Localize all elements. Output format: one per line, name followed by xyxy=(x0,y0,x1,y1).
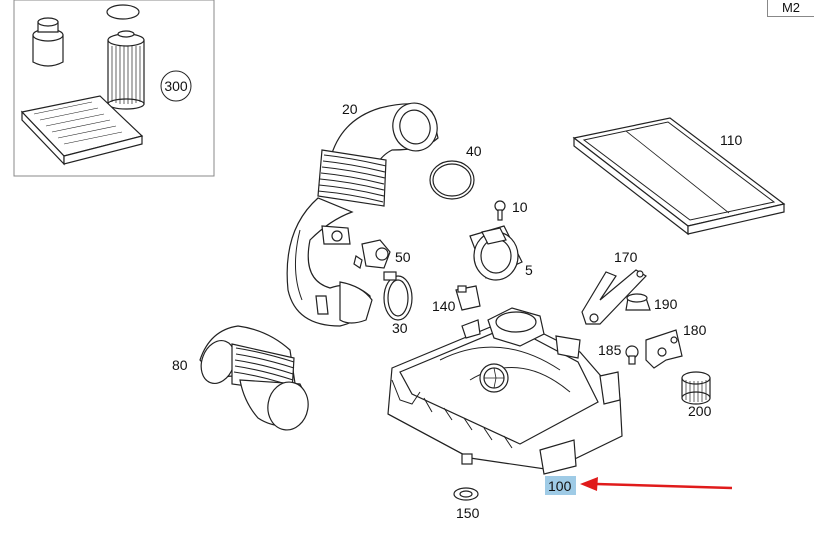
page-tag: M2 xyxy=(767,0,814,17)
callout-190[interactable]: 190 xyxy=(654,296,678,312)
intake-elbow-80 xyxy=(199,325,309,431)
callout-20[interactable]: 20 xyxy=(342,101,358,117)
callout-110[interactable]: 110 xyxy=(720,132,743,148)
callout-100[interactable]: 100 xyxy=(548,478,572,494)
resonator-duct xyxy=(286,197,373,327)
callout-180[interactable]: 180 xyxy=(683,322,707,338)
callout-40[interactable]: 40 xyxy=(466,143,482,159)
callout-5[interactable]: 5 xyxy=(525,262,533,278)
grommet-190 xyxy=(625,293,651,311)
air-filter-panel-drawing xyxy=(20,95,144,166)
bracket-180 xyxy=(645,329,683,369)
air-filter-housing-100 xyxy=(387,307,623,475)
callout-30[interactable]: 30 xyxy=(392,320,408,336)
oil-filter-element-drawing xyxy=(107,30,145,110)
o-ring-drawing xyxy=(106,4,140,20)
callout-140[interactable]: 140 xyxy=(432,298,456,314)
sensor-50 xyxy=(353,239,391,269)
hose-clamp-30 xyxy=(383,271,413,321)
air-filter-110 xyxy=(572,117,786,236)
grommet-150 xyxy=(453,487,479,501)
callout-10[interactable]: 10 xyxy=(512,199,528,215)
callout-170[interactable]: 170 xyxy=(614,249,638,265)
filter-200 xyxy=(681,371,711,405)
fuel-filter-drawing xyxy=(32,17,64,67)
screw-10 xyxy=(494,200,506,221)
bracket-170 xyxy=(581,269,647,325)
intake-hose-20 xyxy=(317,102,439,207)
callout-50[interactable]: 50 xyxy=(395,249,411,265)
air-mass-sensor-5 xyxy=(469,225,523,281)
seal-ring-40 xyxy=(429,160,475,200)
callout-185[interactable]: 185 xyxy=(598,342,622,358)
callout-80[interactable]: 80 xyxy=(172,357,188,373)
pointer-arrow xyxy=(580,477,733,491)
callout-200[interactable]: 200 xyxy=(688,403,712,419)
sensor-140 xyxy=(455,285,481,311)
callout-circle-300 xyxy=(160,70,192,102)
filter-kit-inset: 300 xyxy=(13,0,215,177)
callout-100-highlight xyxy=(545,476,576,495)
bolt-185 xyxy=(625,345,639,365)
callout-150[interactable]: 150 xyxy=(456,505,480,521)
callout-300[interactable]: 300 xyxy=(164,78,188,94)
